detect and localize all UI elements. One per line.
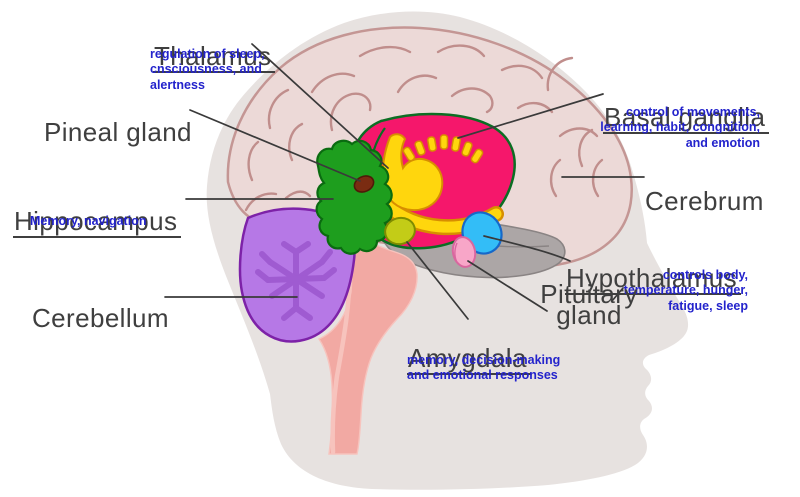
- brainstem-highlight: [330, 259, 352, 455]
- hippocampus-desc: Memory, navigation: [30, 214, 147, 228]
- hippocampus-label: Hippocampus: [13, 181, 182, 239]
- pineal-label: Pineal gland: [44, 92, 192, 146]
- thalamus-label: Thalamus: [153, 16, 276, 74]
- thalamus-title: Thalamus: [153, 42, 276, 74]
- pituitary-label: Pituitary gland: [540, 279, 638, 330]
- amygdala-label: Amygdala: [407, 318, 531, 376]
- amygdala-title: Amygdala: [407, 344, 531, 376]
- cerebrum-title: Cerebrum: [645, 186, 764, 217]
- hippocampus-shape: [315, 139, 393, 255]
- pineal-title: Pineal gland: [44, 117, 192, 148]
- leader-hypothalamus: [483, 235, 571, 262]
- brainstem-shape: [317, 224, 418, 455]
- cerebellum-pattern: [255, 241, 337, 321]
- leader-basal-ganglia: [457, 93, 604, 139]
- hypothalamus-desc: controls body, temperature, hunger, fati…: [623, 268, 748, 313]
- basal-ganglia-desc: control of movements, learning, habit, c…: [600, 105, 760, 150]
- leader-lines: [164, 43, 645, 320]
- leader-thalamus: [251, 43, 389, 169]
- amygdala-desc: memory, decision-making and emotional re…: [407, 353, 561, 383]
- basal-ganglia-title: Basal ganglia: [603, 103, 770, 135]
- hippocampus-title: Hippocampus: [13, 207, 182, 239]
- cerebellum-label: Cerebellum: [32, 278, 169, 332]
- basal-ganglia-label: Basal ganglia: [603, 77, 770, 135]
- leader-pineal: [189, 109, 361, 182]
- thalamus-rays: [402, 134, 484, 164]
- thalamus-desc: regulation of sleep, cnsciousness, and a…: [150, 47, 265, 92]
- cerebellum-title: Cerebellum: [32, 303, 169, 334]
- pituitary-detail: [454, 242, 459, 265]
- pituitary-shape: [451, 236, 477, 268]
- leader-pituitary: [467, 260, 548, 312]
- cerebrum-label: Cerebrum: [645, 161, 764, 215]
- amygdala-shape: [384, 216, 416, 246]
- hypothalamus-title: Hypothalamus: [565, 264, 741, 296]
- leader-amygdala: [406, 241, 469, 320]
- hypothalamus-label: Hypothalamus: [565, 238, 741, 296]
